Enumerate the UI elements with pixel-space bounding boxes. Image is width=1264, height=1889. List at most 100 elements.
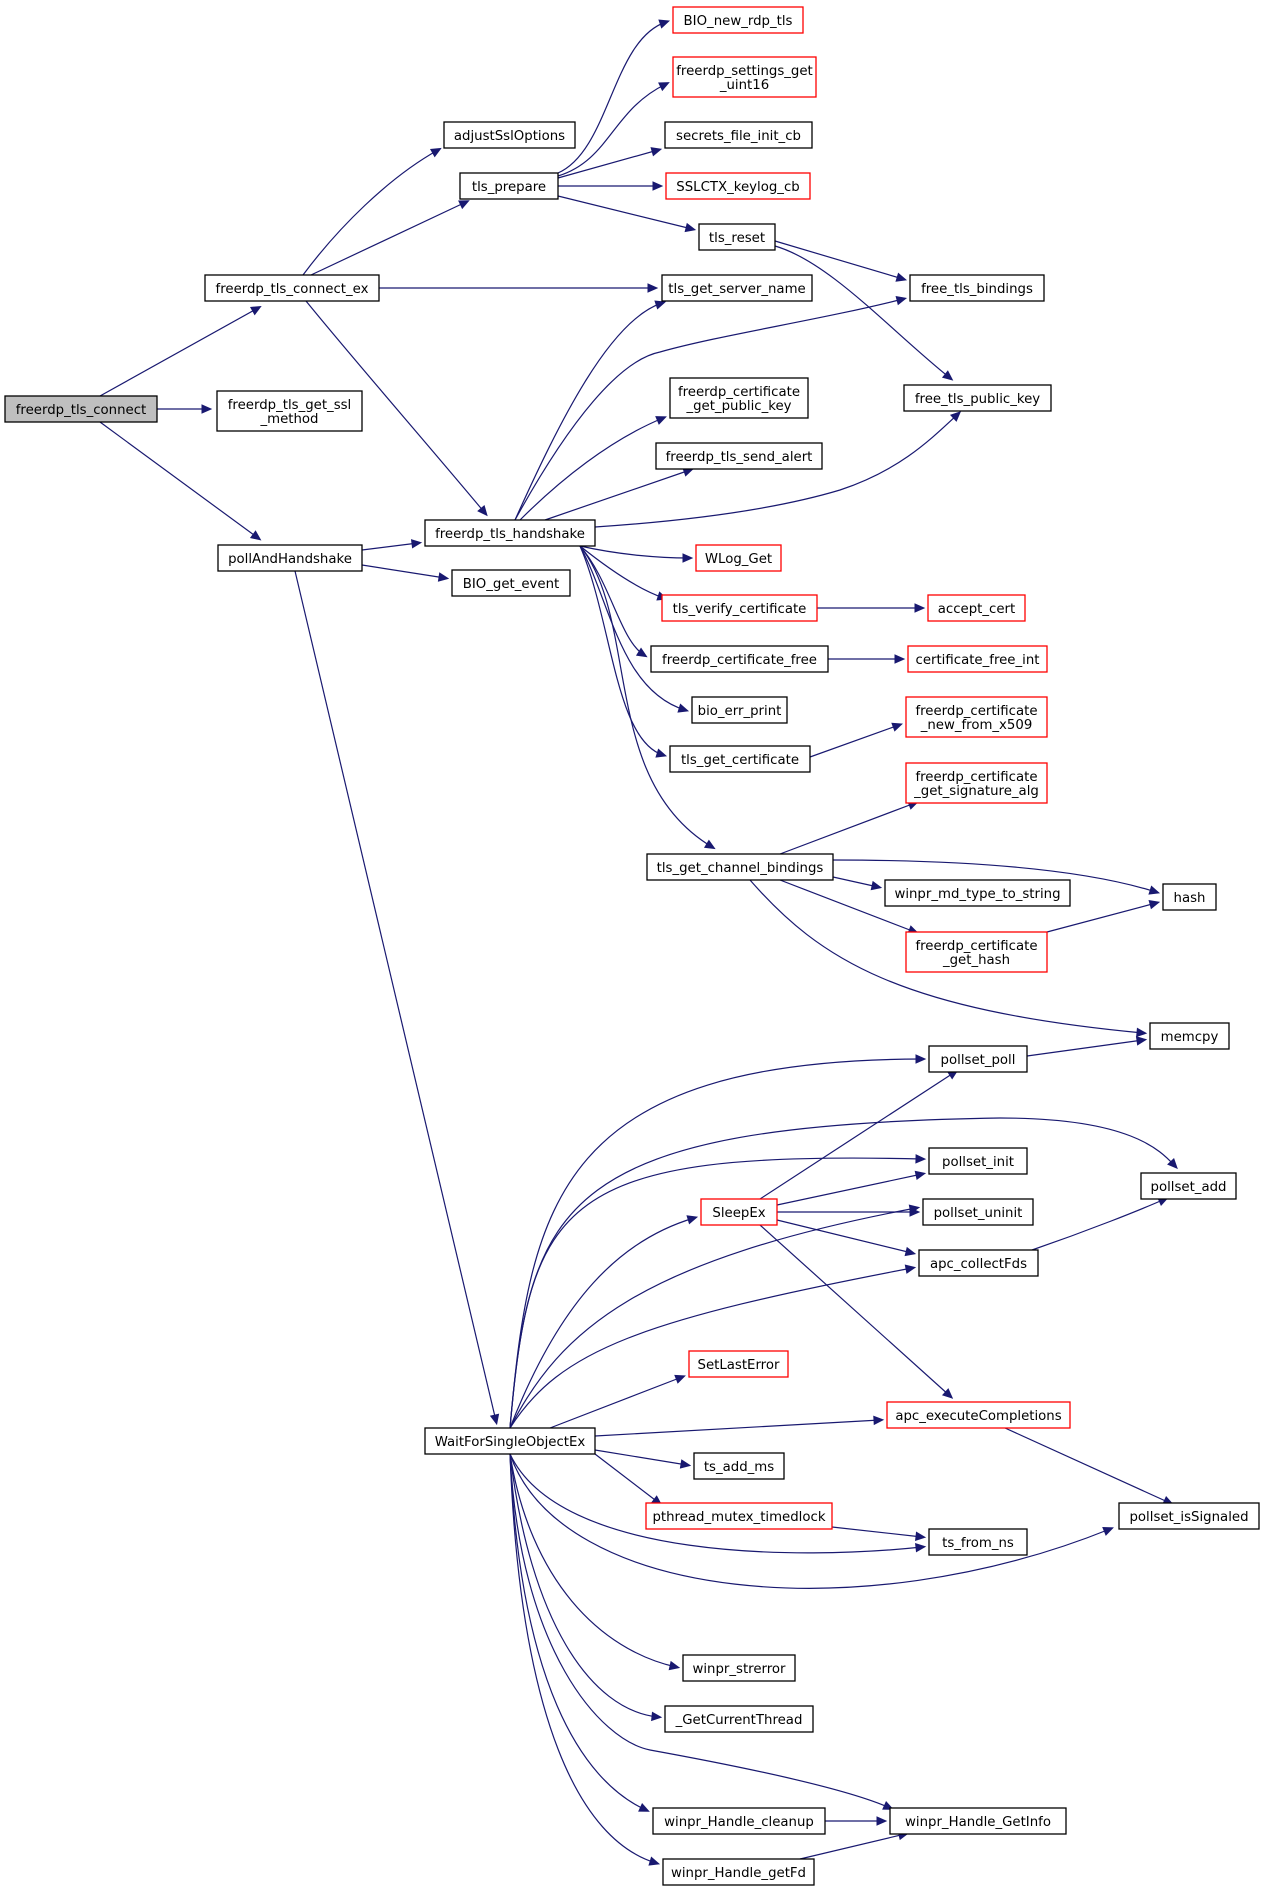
node-box[interactable] — [682, 1654, 796, 1682]
node-sleepex[interactable]: SleepEx — [700, 1198, 778, 1226]
node-cert-free[interactable]: freerdp_certificate_free — [650, 645, 829, 673]
node-box[interactable] — [695, 544, 782, 572]
node-box[interactable] — [664, 1705, 814, 1733]
node-box[interactable] — [669, 745, 811, 773]
node-box[interactable] — [1162, 883, 1217, 911]
node-settings[interactable]: freerdp_settings_get_uint16 — [672, 56, 817, 98]
node-get-cert[interactable]: tls_get_certificate — [669, 745, 811, 773]
node-handshake[interactable]: freerdp_tls_handshake — [424, 519, 596, 547]
node-box[interactable] — [905, 931, 1048, 973]
node-box[interactable] — [217, 544, 363, 572]
node-ts-from[interactable]: ts_from_ns — [928, 1528, 1028, 1556]
node-box[interactable] — [928, 1045, 1028, 1073]
node-md-type[interactable]: winpr_md_type_to_string — [884, 879, 1071, 907]
node-box[interactable] — [1149, 1022, 1230, 1050]
node-box[interactable] — [645, 1502, 833, 1530]
node-box[interactable] — [4, 395, 158, 423]
node-free-bind[interactable]: free_tls_bindings — [909, 274, 1045, 302]
node-cert-free-int[interactable]: certificate_free_int — [907, 645, 1048, 673]
node-poll[interactable]: pollAndHandshake — [217, 544, 363, 572]
node-box[interactable] — [928, 1147, 1028, 1175]
node-box[interactable] — [459, 172, 559, 200]
node-box[interactable] — [646, 853, 834, 881]
node-box[interactable] — [922, 1198, 1034, 1226]
node-bio-event[interactable]: BIO_get_event — [451, 569, 571, 597]
node-box[interactable] — [909, 274, 1045, 302]
node-box[interactable] — [905, 696, 1048, 738]
node-secrets[interactable]: secrets_file_init_cb — [664, 121, 813, 149]
node-bio-new[interactable]: BIO_new_rdp_tls — [672, 6, 804, 34]
node-box[interactable] — [661, 594, 818, 622]
node-box[interactable] — [1140, 1172, 1237, 1200]
node-apc-collect[interactable]: apc_collectFds — [918, 1249, 1039, 1277]
node-free-pubkey[interactable]: free_tls_public_key — [903, 384, 1052, 412]
node-box[interactable] — [451, 569, 571, 597]
node-box[interactable] — [204, 274, 380, 302]
node-box[interactable] — [216, 390, 363, 432]
node-box[interactable] — [664, 121, 813, 149]
node-connect-ex[interactable]: freerdp_tls_connect_ex — [204, 274, 380, 302]
node-strerror[interactable]: winpr_strerror — [682, 1654, 796, 1682]
node-box[interactable] — [688, 1350, 789, 1378]
node-signaled[interactable]: pollset_isSignaled — [1118, 1502, 1260, 1530]
node-box[interactable] — [443, 121, 576, 149]
node-mutex[interactable]: pthread_mutex_timedlock — [645, 1502, 833, 1530]
node-box[interactable] — [672, 6, 804, 34]
node-wait[interactable]: WaitForSingleObjectEx — [424, 1427, 596, 1455]
node-box[interactable] — [889, 1807, 1067, 1835]
node-accept[interactable]: accept_cert — [927, 594, 1026, 622]
node-pollset-uninit[interactable]: pollset_uninit — [922, 1198, 1034, 1226]
node-h-cleanup[interactable]: winpr_Handle_cleanup — [652, 1807, 826, 1835]
node-box[interactable] — [665, 172, 811, 200]
node-box[interactable] — [918, 1249, 1039, 1277]
node-box[interactable] — [655, 442, 823, 470]
node-box[interactable] — [424, 1427, 596, 1455]
node-box[interactable] — [661, 274, 813, 302]
node-box[interactable] — [424, 519, 596, 547]
node-chan-bind[interactable]: tls_get_channel_bindings — [646, 853, 834, 881]
node-bio-err[interactable]: bio_err_print — [691, 696, 788, 724]
node-reset[interactable]: tls_reset — [698, 223, 776, 251]
node-cert-pubkey[interactable]: freerdp_certificate_get_public_key — [669, 377, 809, 419]
node-box[interactable] — [1118, 1502, 1260, 1530]
node-pollset-init[interactable]: pollset_init — [928, 1147, 1028, 1175]
node-prepare[interactable]: tls_prepare — [459, 172, 559, 200]
node-hash[interactable]: hash — [1162, 883, 1217, 911]
node-h-getinfo[interactable]: winpr_Handle_GetInfo — [889, 1807, 1067, 1835]
node-box[interactable] — [927, 594, 1026, 622]
node-h-getfd[interactable]: winpr_Handle_getFd — [662, 1858, 815, 1886]
node-box[interactable] — [669, 377, 809, 419]
node-memcpy[interactable]: memcpy — [1149, 1022, 1230, 1050]
node-box[interactable] — [672, 56, 817, 98]
node-server-name[interactable]: tls_get_server_name — [661, 274, 813, 302]
node-ts-add[interactable]: ts_add_ms — [693, 1452, 785, 1480]
node-box[interactable] — [662, 1858, 815, 1886]
node-box[interactable] — [886, 1401, 1071, 1429]
node-get-ssl[interactable]: freerdp_tls_get_ssl_method — [216, 390, 363, 432]
node-setlasterror[interactable]: SetLastError — [688, 1350, 789, 1378]
node-cert-x509[interactable]: freerdp_certificate_new_from_x509 — [905, 696, 1048, 738]
node-cert-hash[interactable]: freerdp_certificate_get_hash — [905, 931, 1048, 973]
node-wlog[interactable]: WLog_Get — [695, 544, 782, 572]
node-send-alert[interactable]: freerdp_tls_send_alert — [655, 442, 823, 470]
node-adjust[interactable]: adjustSslOptions — [443, 121, 576, 149]
node-box[interactable] — [650, 645, 829, 673]
node-pollset-poll[interactable]: pollset_poll — [928, 1045, 1028, 1073]
node-keylog[interactable]: SSLCTX_keylog_cb — [665, 172, 811, 200]
node-connect[interactable]: freerdp_tls_connect — [4, 395, 158, 423]
node-box[interactable] — [693, 1452, 785, 1480]
node-box[interactable] — [700, 1198, 778, 1226]
node-box[interactable] — [903, 384, 1052, 412]
node-box[interactable] — [928, 1528, 1028, 1556]
node-verify[interactable]: tls_verify_certificate — [661, 594, 818, 622]
node-box[interactable] — [905, 762, 1048, 804]
node-box[interactable] — [907, 645, 1048, 673]
node-box[interactable] — [698, 223, 776, 251]
node-pollset-add[interactable]: pollset_add — [1140, 1172, 1237, 1200]
node-cur-thread[interactable]: _GetCurrentThread — [664, 1705, 814, 1733]
node-apc-exec[interactable]: apc_executeCompletions — [886, 1401, 1071, 1429]
node-box[interactable] — [691, 696, 788, 724]
node-box[interactable] — [884, 879, 1071, 907]
node-cert-sigalg[interactable]: freerdp_certificate_get_signature_alg — [905, 762, 1048, 804]
node-box[interactable] — [652, 1807, 826, 1835]
